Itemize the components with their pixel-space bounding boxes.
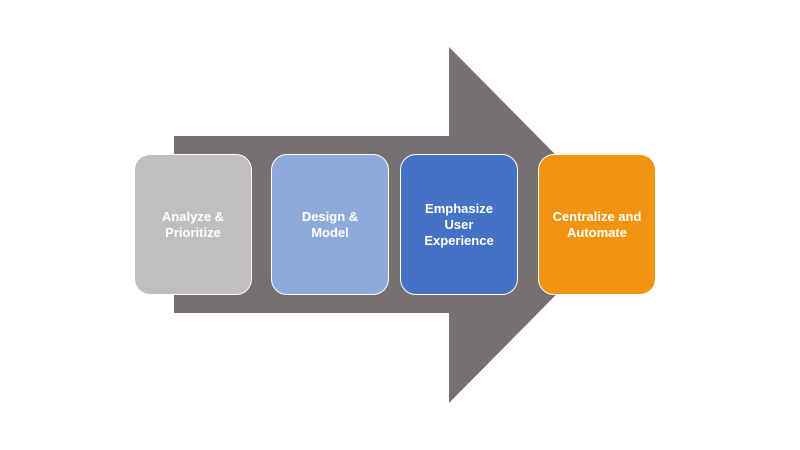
- step-label: Emphasize User Experience: [424, 200, 494, 248]
- step-label: Analyze & Prioritize: [161, 208, 225, 240]
- step-label: Centralize and Automate: [552, 208, 642, 240]
- step-emphasize-user-experience: Emphasize User Experience: [400, 154, 518, 295]
- step-label: Design & Model: [301, 208, 359, 240]
- step-centralize-automate: Centralize and Automate: [538, 154, 656, 295]
- arrow-shape: [174, 47, 625, 403]
- step-design-model: Design & Model: [271, 154, 389, 295]
- step-analyze-prioritize: Analyze & Prioritize: [134, 154, 252, 295]
